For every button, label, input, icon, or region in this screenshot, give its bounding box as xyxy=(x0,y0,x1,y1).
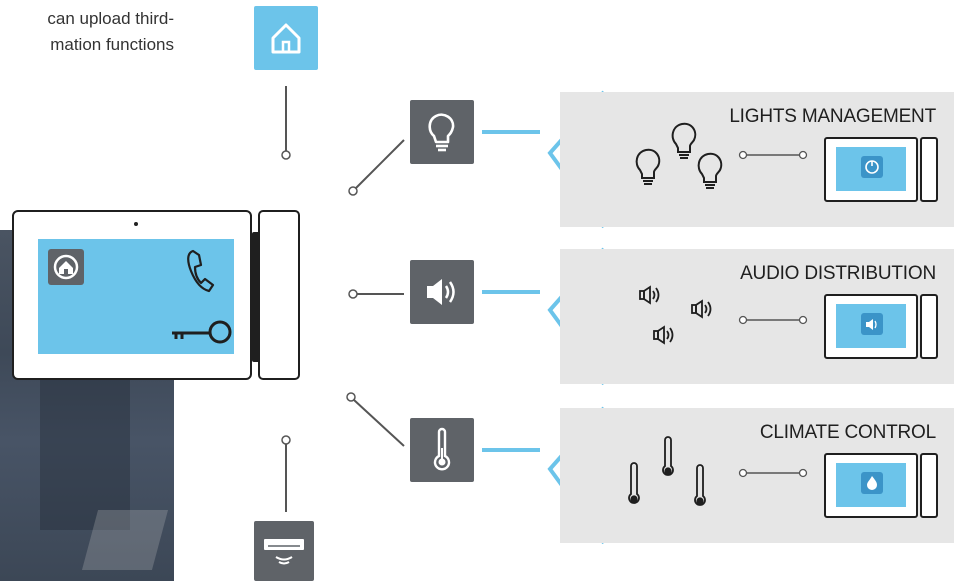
mini-monitor xyxy=(824,453,918,518)
air-conditioner-tile[interactable] xyxy=(254,521,314,581)
main-monitor xyxy=(12,210,252,380)
audio-distribution-panel: AUDIO DISTRIBUTION xyxy=(560,249,954,384)
audio-tile[interactable] xyxy=(410,260,474,324)
speaker-icon xyxy=(861,313,883,335)
thermometer-icon xyxy=(433,427,451,471)
section-title: LIGHTS MANAGEMENT xyxy=(729,106,936,127)
mini-handset xyxy=(920,137,938,202)
phone-handset-icon xyxy=(187,249,215,293)
key-icon xyxy=(172,320,232,344)
link-line xyxy=(738,468,808,478)
climate-control-panel: CLIMATE CONTROL xyxy=(560,408,954,543)
light-bulb-icon xyxy=(428,113,455,152)
climate-tile[interactable] xyxy=(410,418,474,482)
light-bulb-icon xyxy=(635,122,723,189)
link-line xyxy=(738,315,808,325)
speaker-icon xyxy=(427,279,455,305)
intro-text: can upload third- mation functions xyxy=(0,6,240,58)
link-line xyxy=(738,150,808,160)
intro-line-1: can upload third- xyxy=(47,9,174,28)
intro-line-2: mation functions xyxy=(50,35,174,54)
power-icon xyxy=(861,156,883,178)
flame-icon xyxy=(861,472,883,494)
air-conditioner-icon xyxy=(264,539,304,565)
mini-handset xyxy=(920,294,938,359)
mini-monitor xyxy=(824,137,918,202)
camera-dot xyxy=(134,222,138,226)
section-title: CLIMATE CONTROL xyxy=(759,422,936,443)
monitor-handset xyxy=(252,210,300,380)
home-icon xyxy=(271,23,301,54)
section-title: AUDIO DISTRIBUTION xyxy=(740,263,936,284)
lights-management-panel: LIGHTS MANAGEMENT xyxy=(560,92,954,227)
thermometer-icon xyxy=(628,436,706,506)
home-tile[interactable] xyxy=(254,6,318,70)
mini-handset xyxy=(920,453,938,518)
mini-monitor xyxy=(824,294,918,359)
lights-tile[interactable] xyxy=(410,100,474,164)
home-icon[interactable] xyxy=(48,249,84,285)
monitor-screen xyxy=(38,239,234,354)
speaker-icon xyxy=(639,285,712,345)
